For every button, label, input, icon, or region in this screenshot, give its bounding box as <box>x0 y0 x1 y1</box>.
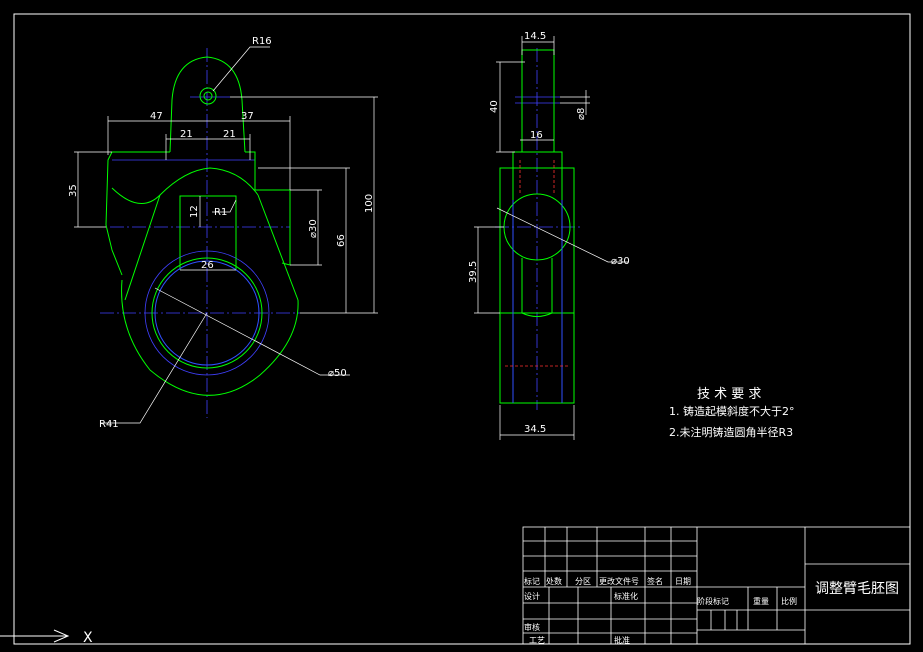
tb-biaozhunhua: 标准化 <box>614 591 638 601</box>
notes-heading: 技 术 要 求 <box>697 387 761 402</box>
dim-r16: R16 <box>252 36 272 47</box>
notes-line-1: 1. 铸造起模斜度不大于2° <box>669 404 795 418</box>
dim-d30-front: ⌀30 <box>308 219 319 238</box>
front-inner-arch <box>111 167 259 204</box>
front-outer-arc <box>121 279 299 396</box>
side-body <box>499 167 575 404</box>
dim-r41: R41 <box>99 419 119 430</box>
front-view: R16 47 37 21 21 35 12 R1 ⌀30 66 100 26 ⌀… <box>68 36 378 430</box>
dim-100: 100 <box>364 194 375 213</box>
tb-shenhe: 审核 <box>524 622 540 632</box>
dim-39-5: 39.5 <box>468 261 479 283</box>
tb-gengai: 更改文件号 <box>599 576 639 586</box>
dim-34-5: 34.5 <box>524 424 546 435</box>
dim-26: 26 <box>201 260 214 271</box>
tb-riqi: 日期 <box>675 577 691 586</box>
drawing-title: 调整臂毛胚图 <box>815 581 899 597</box>
tb-gongyi: 工艺 <box>529 636 545 645</box>
tb-sheji: 设计 <box>524 591 540 601</box>
dim-37: 37 <box>241 111 254 122</box>
front-pin-hole-outer <box>199 87 217 105</box>
side-top-lug <box>521 49 555 153</box>
ucs-x-label: X <box>83 630 93 646</box>
dim-16: 16 <box>530 130 543 141</box>
tb-qianming: 签名 <box>647 576 663 586</box>
dim-66: 66 <box>336 234 347 247</box>
tb-biaoji: 标记 <box>524 576 540 586</box>
ucs-icon <box>0 629 70 643</box>
dim-14-5: 14.5 <box>524 31 546 42</box>
technical-notes: 技 术 要 求 1. 铸造起模斜度不大于2° 2.未注明铸造圆角半径R3 <box>669 387 795 439</box>
front-slot <box>179 195 237 270</box>
dim-r1: R1 <box>214 207 227 218</box>
title-block: 标记 处数 分区 更改文件号 签名 日期 设计 标准化 阶段标记 重量 比例 审… <box>522 526 911 645</box>
front-top-lug <box>169 56 246 153</box>
front-bore-blue <box>154 260 260 366</box>
dim-35: 35 <box>68 184 79 197</box>
front-left-flank <box>105 151 123 276</box>
front-taper-left <box>124 194 161 301</box>
front-bore-outer <box>151 257 263 369</box>
dim-47: 47 <box>150 111 163 122</box>
dim-d50: ⌀50 <box>328 368 347 379</box>
dim-21-left: 21 <box>180 129 193 140</box>
tb-chushu: 处数 <box>546 576 562 586</box>
dim-12: 12 <box>189 205 200 218</box>
dim-d30-side: ⌀30 <box>611 256 630 267</box>
tb-pizhun: 批准 <box>614 635 630 645</box>
side-view: 14.5 40 ⌀8 16 39.5 ⌀30 34.5 <box>468 31 630 440</box>
tb-bili: 比例 <box>781 596 797 606</box>
tb-jieduan: 阶段标记 <box>697 596 729 606</box>
dim-21-right: 21 <box>223 129 236 140</box>
drawing-frame <box>13 13 911 645</box>
tb-zhongliang: 重量 <box>753 596 769 606</box>
tb-fenqu: 分区 <box>575 577 591 586</box>
front-taper-right <box>257 194 299 301</box>
front-bore-centerline-circle <box>144 250 270 376</box>
front-pin-hole-inner <box>203 91 213 101</box>
dim-40: 40 <box>489 100 500 113</box>
front-body-shoulder <box>112 151 291 266</box>
notes-line-2: 2.未注明铸造圆角半径R3 <box>669 425 793 439</box>
dim-d8: ⌀8 <box>576 108 587 120</box>
